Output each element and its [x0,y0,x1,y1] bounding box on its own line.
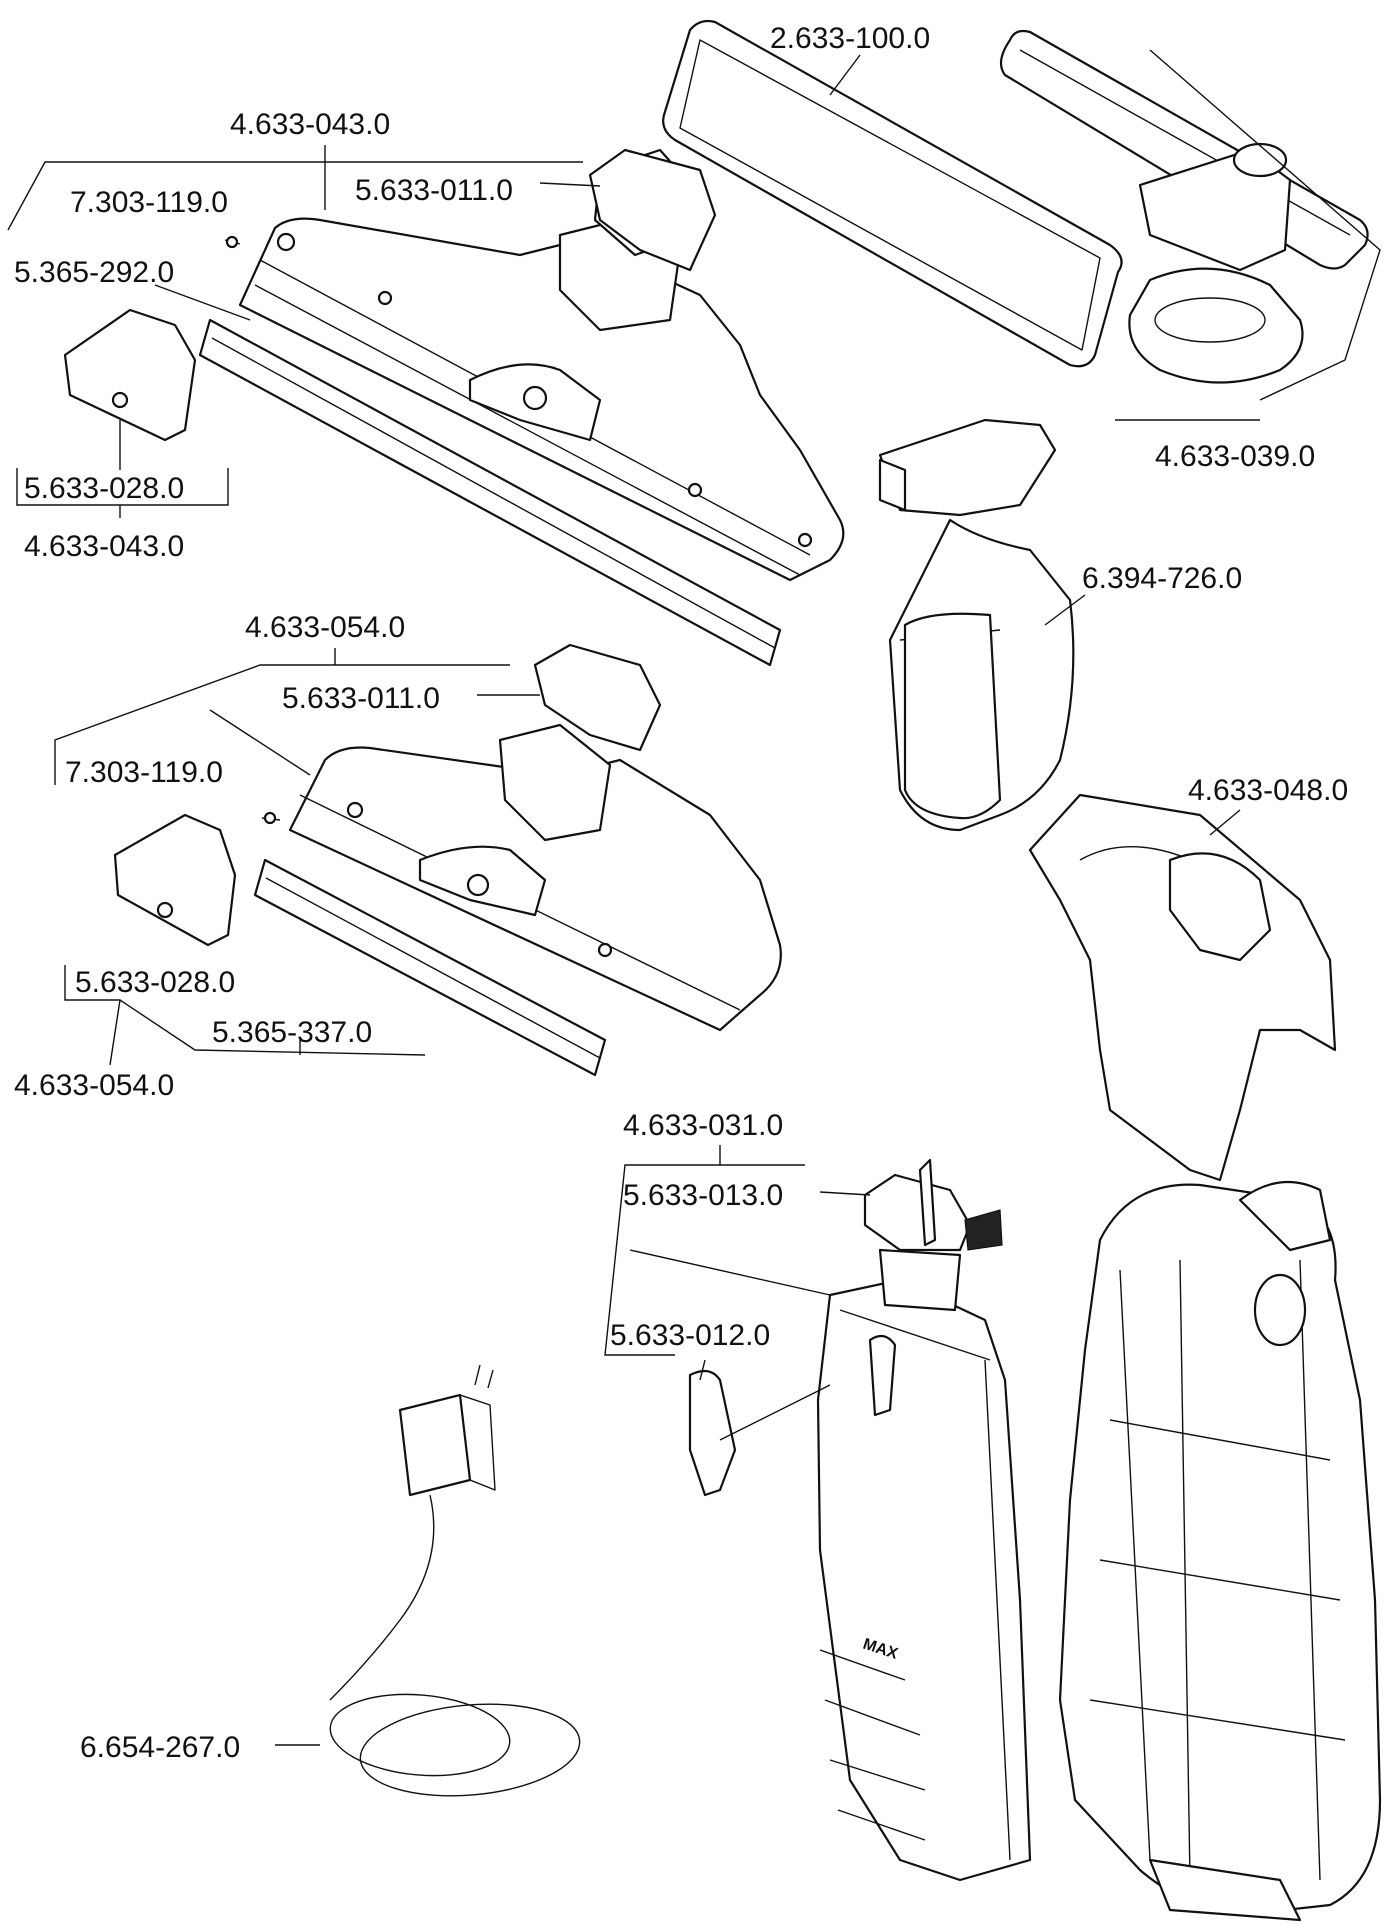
upper-end-cap-part [63,308,197,442]
part-labels: 2.633-100.0 4.633-043.0 5.633-011.0 7.30… [14,22,1348,1764]
label-4-633-031-0: 4.633-031.0 [623,1109,783,1142]
label-5-365-292-0: 5.365-292.0 [14,256,174,289]
label-2-633-100-0: 2.633-100.0 [770,22,930,55]
water-tank-part: MAX [816,1278,1032,1882]
lower-nozzle-part [253,723,782,1077]
label-7-303-119-0-a: 7.303-119.0 [70,186,228,219]
rear-housing-part [1058,1180,1382,1922]
label-4-633-054-0-top: 4.633-054.0 [245,611,405,644]
upper-adapter-part [588,148,717,272]
tank-cap-part [863,1158,1003,1312]
upper-nozzle-part [198,148,845,667]
label-5-633-012-0: 5.633-012.0 [610,1319,770,1352]
label-4-633-054-0-bottom: 4.633-054.0 [14,1069,174,1102]
charger-part [329,1364,581,1797]
wiper-blade-part [662,19,1123,368]
holder-assembly-part [999,29,1369,384]
label-7-303-119-0-b: 7.303-119.0 [65,756,223,789]
lower-adapter-part [533,643,662,752]
label-5-633-013-0: 5.633-013.0 [623,1179,783,1212]
spray-bottle-part [878,418,1075,832]
label-6-654-267-0: 6.654-267.0 [80,1731,240,1764]
label-4-633-043-0-bottom: 4.633-043.0 [24,530,184,563]
label-4-633-048-0: 4.633-048.0 [1188,774,1348,807]
leader-lines [7,49,1381,1746]
label-5-633-011-0-b: 5.633-011.0 [282,682,440,715]
handle-part [1028,793,1337,1182]
label-5-365-337-0: 5.365-337.0 [212,1016,372,1049]
label-4-633-039-0: 4.633-039.0 [1155,440,1315,473]
label-6-394-726-0: 6.394-726.0 [1082,562,1242,595]
label-5-633-011-0-a: 5.633-011.0 [355,174,513,207]
label-5-633-028-0-b: 5.633-028.0 [75,966,235,999]
release-key-part [688,1369,737,1497]
label-4-633-043-0-top: 4.633-043.0 [230,108,390,141]
label-5-633-028-0-a: 5.633-028.0 [24,472,184,505]
lower-end-cap-part [113,813,237,947]
